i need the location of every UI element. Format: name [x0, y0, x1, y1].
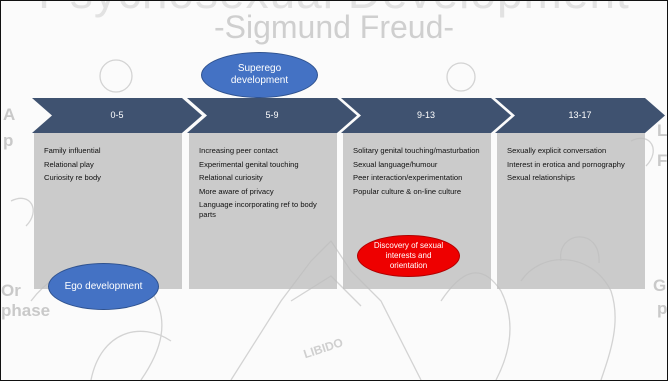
background-word: p: [3, 131, 14, 150]
list-item: Solitary genital touching/masturbation: [353, 146, 480, 155]
background-word: L: [657, 121, 668, 140]
stage-arrow: [187, 98, 357, 133]
list-item: Sexually explicit conversation: [507, 146, 607, 155]
list-item: Popular culture & on-line culture: [353, 186, 462, 196]
ego-label: Ego development: [64, 280, 143, 292]
stage-items: Increasing peer contact Experimental gen…: [199, 146, 333, 223]
stage-arrow: [495, 98, 665, 133]
stage-box: [497, 133, 645, 289]
stage-box: [189, 133, 337, 289]
stage-age-label: 0-5: [110, 110, 124, 120]
stage-age-label: 5-9: [265, 110, 279, 120]
discovery-label: Discovery of sexual interests and orient…: [373, 241, 444, 270]
stage-9-13: 9-13 Solitary genital touching/masturbat…: [341, 98, 513, 293]
list-item: Peer interaction/experimentation: [353, 173, 463, 182]
list-item: Relational play: [44, 159, 94, 169]
slide-subtitle: -Sigmund Freud-: [213, 9, 455, 45]
stage-arrow: [341, 98, 511, 133]
stage-5-9: 5-9 Increasing peer contact Experimental…: [187, 98, 359, 293]
list-item: Sexual language/humour: [353, 159, 438, 169]
ego-bubble: Ego development: [48, 263, 159, 310]
discovery-bubble: Discovery of sexual interests and orient…: [357, 235, 460, 277]
background-word: phase: [1, 301, 51, 320]
list-item: Sexual relationships: [507, 173, 575, 182]
stage-items: Family influential Relational play Curio…: [44, 146, 178, 187]
background-word: F: [657, 151, 668, 170]
stage-items: Sexually explicit conversation Interest …: [507, 146, 641, 187]
list-item: Language incorporating ref to body parts: [199, 200, 317, 219]
list-item: More aware of privacy: [199, 186, 274, 196]
background-word: A: [3, 105, 16, 124]
list-item: Experimental genital touching: [199, 159, 299, 169]
background-word: p: [657, 299, 668, 318]
stage-arrow: [32, 98, 202, 133]
stage-13-17: 13-17 Sexually explicit conversation Int…: [495, 98, 667, 293]
libido-label: LIBIDO: [302, 335, 345, 361]
stage-age-label: 9-13: [416, 110, 435, 120]
list-item: Curiosity re body: [44, 173, 101, 182]
background-word: G: [653, 276, 667, 295]
list-item: Family influential: [44, 146, 101, 155]
list-item: Interest in erotica and pornography: [507, 159, 625, 169]
stage-age-label: 13-17: [568, 110, 592, 120]
stage-items: Solitary genital touching/masturbation S…: [353, 146, 487, 200]
background-word: Or: [1, 281, 21, 300]
list-item: Increasing peer contact: [199, 146, 278, 155]
superego-label: Superego development: [230, 63, 289, 86]
slide-title: Psychosexual Development: [1, 1, 667, 19]
superego-bubble: Superego development: [201, 52, 318, 98]
list-item: Relational curiosity: [199, 173, 263, 182]
